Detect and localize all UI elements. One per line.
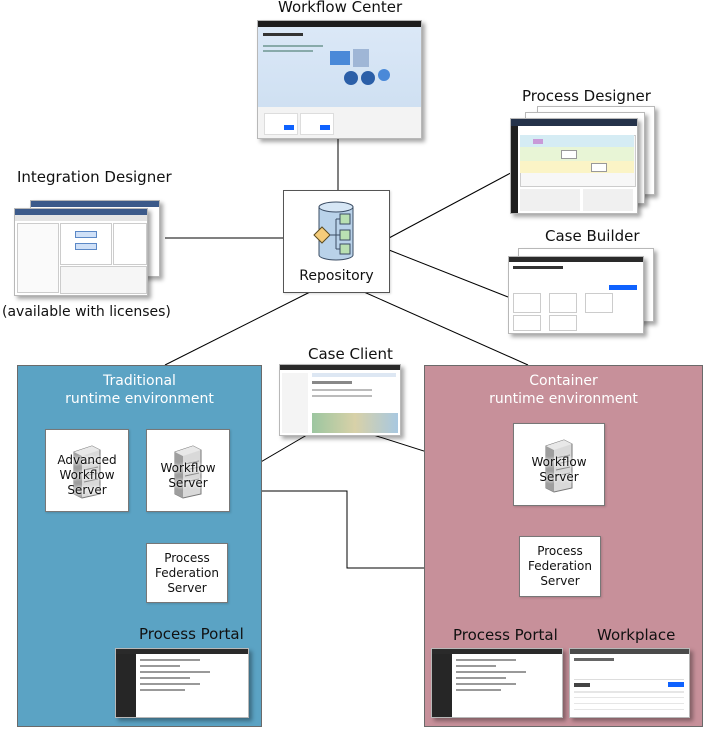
connector-container-env <box>363 291 529 366</box>
connector-traditional-env <box>164 291 311 366</box>
workflow-server-trad-label: Workflow Server <box>160 461 216 490</box>
container-env-title: Container runtime environment <box>489 373 638 407</box>
database-icon <box>313 201 354 261</box>
case-client-label: Case Client <box>308 345 393 363</box>
integration-designer-screenshot <box>14 208 148 296</box>
repository-label: Repository <box>299 268 374 284</box>
server-tower-icon <box>73 445 101 499</box>
process-portal-trad-label: Process Portal <box>139 625 244 643</box>
server-tower-icon <box>545 439 573 493</box>
pfs-cont-box: Process Federation Server <box>519 536 601 597</box>
case-client-screenshot <box>279 364 401 436</box>
pfs-trad-box: Process Federation Server <box>146 543 228 603</box>
case-builder-screenshot <box>508 256 644 334</box>
repository-box: Repository <box>283 190 390 293</box>
workplace-screenshot <box>569 648 690 718</box>
connector-case-builder <box>388 249 509 298</box>
process-designer-screenshot <box>510 118 638 214</box>
integration-designer-note: (available with licenses) <box>2 304 171 320</box>
process-portal-cont-screenshot <box>431 648 563 718</box>
advanced-workflow-server-label: Advanced Workflow Server <box>57 453 117 497</box>
workflow-center-label: Workflow Center <box>278 0 403 16</box>
process-designer-label: Process Designer <box>522 87 651 105</box>
traditional-env-title: Traditional runtime environment <box>65 373 214 407</box>
workflow-server-cont-box: Workflow Server <box>513 423 605 506</box>
workflow-server-trad-box: Workflow Server <box>146 429 230 512</box>
workflow-server-cont-label: Workflow Server <box>531 455 587 484</box>
integration-designer-label: Integration Designer <box>17 168 172 186</box>
case-builder-label: Case Builder <box>545 227 640 245</box>
pfs-cont-label: Process Federation Server <box>528 544 592 588</box>
process-portal-trad-screenshot <box>115 648 249 718</box>
workflow-center-screenshot <box>257 20 422 139</box>
advanced-workflow-server-box: Advanced Workflow Server <box>45 429 129 512</box>
process-portal-cont-label: Process Portal <box>453 626 558 644</box>
workplace-label: Workplace <box>597 626 676 644</box>
pfs-trad-label: Process Federation Server <box>155 551 219 595</box>
server-tower-icon <box>174 445 202 499</box>
connector-process-designer <box>388 167 521 239</box>
